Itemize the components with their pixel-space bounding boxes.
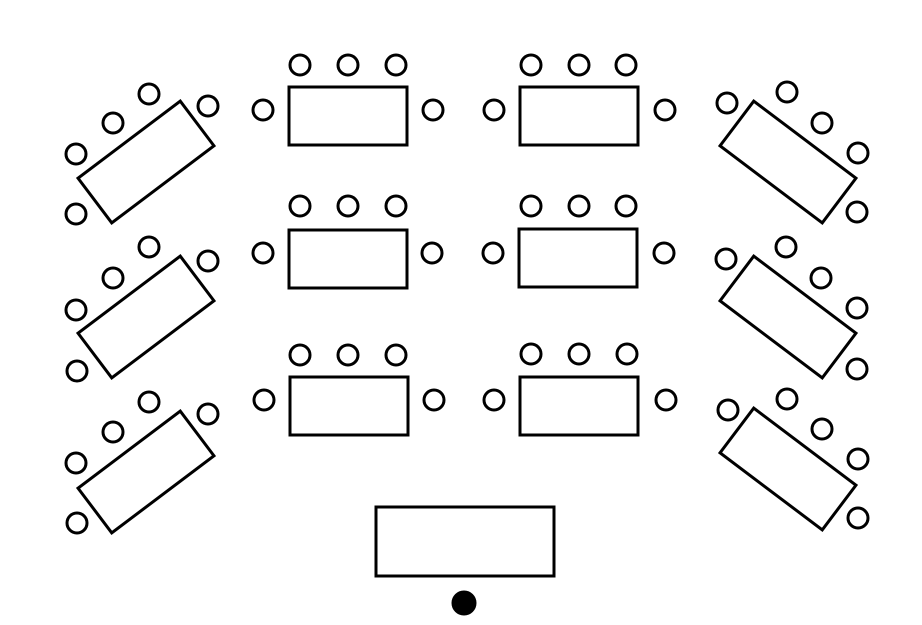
seat-right-bottom-2 xyxy=(775,387,799,411)
seat-center-right-bottom-4 xyxy=(482,388,506,412)
seat-right-bottom-1 xyxy=(716,398,740,422)
seat-right-middle-1 xyxy=(714,247,738,271)
seat-center-left-bottom-2 xyxy=(336,343,360,367)
seat-center-left-middle-4 xyxy=(251,241,275,265)
seat-center-right-top-1 xyxy=(519,53,543,77)
seat-center-right-bottom-1 xyxy=(519,342,543,366)
seat-center-left-top-1 xyxy=(288,53,312,77)
seat-left-bottom-2 xyxy=(101,420,125,444)
seat-center-right-bottom-5 xyxy=(654,388,678,412)
seat-left-bottom-3 xyxy=(137,390,161,414)
seat-center-right-bottom-3 xyxy=(615,342,639,366)
seat-right-top-5 xyxy=(845,200,869,224)
seat-center-left-bottom-4 xyxy=(252,388,276,412)
seat-center-left-middle-3 xyxy=(384,194,408,218)
seat-center-right-top-4 xyxy=(482,98,506,122)
seat-left-top-1 xyxy=(64,142,88,166)
seat-center-left-bottom-1 xyxy=(288,343,312,367)
table-left-top xyxy=(75,99,217,225)
seat-center-right-middle-4 xyxy=(481,241,505,265)
seat-center-right-top-2 xyxy=(567,53,591,77)
seat-center-left-top-3 xyxy=(384,53,408,77)
seat-left-bottom-1 xyxy=(64,451,88,475)
seat-center-left-middle-1 xyxy=(288,194,312,218)
table-center-left-middle xyxy=(287,228,409,290)
seat-center-left-bottom-5 xyxy=(422,388,446,412)
seat-center-left-top-5 xyxy=(421,98,445,122)
seat-left-top-3 xyxy=(137,82,161,106)
seat-right-middle-3 xyxy=(809,266,833,290)
seat-left-middle-5 xyxy=(65,359,89,383)
table-left-bottom xyxy=(75,409,217,535)
presenter-dot xyxy=(451,590,477,616)
seat-center-right-middle-1 xyxy=(519,194,543,218)
seat-left-top-5 xyxy=(64,202,88,226)
seat-center-right-bottom-2 xyxy=(567,342,591,366)
table-center-right-top xyxy=(518,85,640,147)
seat-right-top-3 xyxy=(810,111,834,135)
seat-right-bottom-3 xyxy=(810,417,834,441)
seat-right-top-1 xyxy=(715,91,739,115)
seat-left-middle-1 xyxy=(64,298,88,322)
seat-left-top-2 xyxy=(101,111,125,135)
seat-left-top-4 xyxy=(196,94,220,118)
seat-center-right-middle-2 xyxy=(567,194,591,218)
table-left-middle xyxy=(75,254,217,380)
seat-left-bottom-5 xyxy=(65,511,89,535)
table-center-right-bottom xyxy=(518,375,640,437)
seat-center-right-top-3 xyxy=(614,53,638,77)
seat-right-top-2 xyxy=(775,80,799,104)
seat-center-left-middle-5 xyxy=(420,241,444,265)
seat-center-right-middle-3 xyxy=(614,194,638,218)
table-center-right-middle xyxy=(517,227,639,289)
seat-right-middle-5 xyxy=(845,357,869,381)
seat-right-middle-4 xyxy=(845,296,869,320)
seat-right-bottom-5 xyxy=(846,506,870,530)
seat-left-middle-2 xyxy=(101,266,125,290)
table-right-bottom xyxy=(717,406,859,532)
seat-left-middle-3 xyxy=(137,235,161,259)
table-right-top xyxy=(717,99,859,225)
seat-center-left-middle-2 xyxy=(336,194,360,218)
seat-center-right-middle-5 xyxy=(652,241,676,265)
table-center-left-bottom xyxy=(288,375,410,437)
seat-left-middle-4 xyxy=(196,249,220,273)
table-center-left-top xyxy=(287,85,409,147)
table-right-middle xyxy=(717,254,859,380)
seat-center-left-top-2 xyxy=(336,53,360,77)
seat-right-middle-2 xyxy=(774,235,798,259)
seat-right-bottom-4 xyxy=(846,447,870,471)
seat-left-bottom-4 xyxy=(196,402,220,426)
seat-center-right-top-5 xyxy=(653,98,677,122)
seat-center-left-top-4 xyxy=(251,98,275,122)
seat-right-top-4 xyxy=(846,141,870,165)
instructor-table xyxy=(374,505,556,578)
seat-center-left-bottom-3 xyxy=(384,343,408,367)
